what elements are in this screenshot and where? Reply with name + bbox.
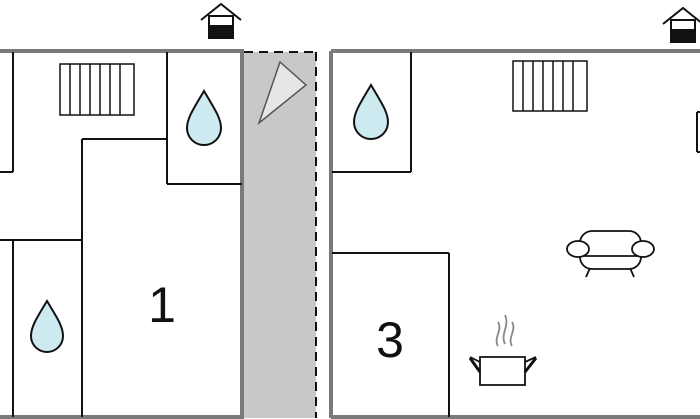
house-entrance-icon <box>200 2 242 39</box>
room-label-1: 1 <box>148 277 176 333</box>
cooking-pot-icon <box>468 314 538 386</box>
water-drop-icon <box>29 299 65 353</box>
radiator-icon <box>512 60 588 112</box>
sofa-icon <box>566 230 655 278</box>
left-interior-walls <box>0 52 242 417</box>
room-label-3: 3 <box>376 312 404 368</box>
house-entrance-icon <box>662 6 700 43</box>
radiator-icon <box>59 63 135 116</box>
outer-walls <box>0 49 700 419</box>
water-drop-icon <box>185 89 223 146</box>
water-drop-icon <box>352 83 390 140</box>
corridor <box>244 52 316 418</box>
stairs-icon <box>257 60 308 126</box>
